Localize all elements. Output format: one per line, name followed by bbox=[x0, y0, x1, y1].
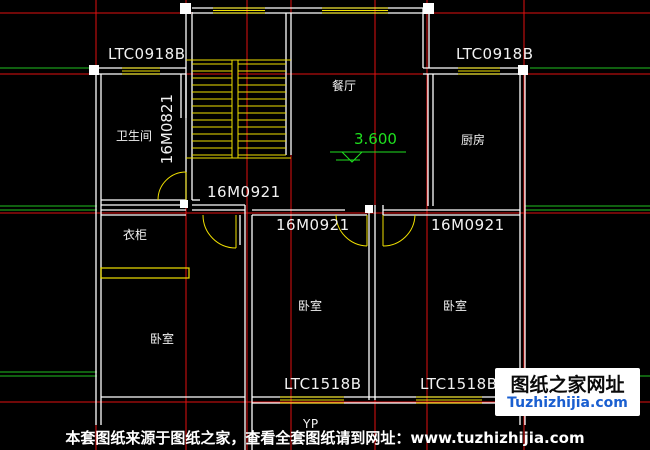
stair bbox=[186, 59, 291, 159]
watermark-title: 图纸之家网址 bbox=[510, 374, 625, 396]
columns bbox=[89, 3, 528, 213]
window-label-top-left: LTC0918B bbox=[108, 45, 186, 63]
room-label-bathroom: 卫生间 bbox=[116, 129, 153, 143]
wardrobe bbox=[100, 267, 190, 279]
window-label-top-right: LTC0918B bbox=[456, 45, 534, 63]
door-swings bbox=[157, 171, 416, 249]
room-label-bedroom-left: 卧室 bbox=[150, 332, 175, 346]
door-label-mid-center: 16M0921 bbox=[276, 216, 350, 234]
door-label-bathroom: 16M0821 bbox=[158, 94, 176, 165]
window-label-bottom-right: LTC1518B bbox=[420, 375, 498, 393]
room-label-kitchen: 厨房 bbox=[461, 133, 486, 147]
cut-text: YP bbox=[303, 417, 319, 431]
windows bbox=[122, 7, 500, 404]
room-label-bedroom-center: 卧室 bbox=[298, 299, 323, 313]
label-wardrobe: 衣柜 bbox=[123, 228, 148, 242]
source-caption: 本套图纸来源于图纸之家，查看全套图纸请到网址：www.tuzhizhijia.c… bbox=[65, 429, 585, 447]
elevation-marker bbox=[330, 151, 406, 163]
elevation-label: 3.600 bbox=[354, 130, 397, 148]
window-label-bottom-center: LTC1518B bbox=[284, 375, 362, 393]
room-label-dining: 餐厅 bbox=[332, 79, 357, 93]
door-label-mid-left: 16M0921 bbox=[207, 183, 281, 201]
watermark-badge: 图纸之家网址 Tuzhizhijia.com bbox=[495, 368, 640, 416]
room-label-bedroom-right: 卧室 bbox=[443, 299, 468, 313]
watermark-url: Tuzhizhijia.com bbox=[507, 395, 628, 411]
door-label-mid-right: 16M0921 bbox=[431, 216, 505, 234]
